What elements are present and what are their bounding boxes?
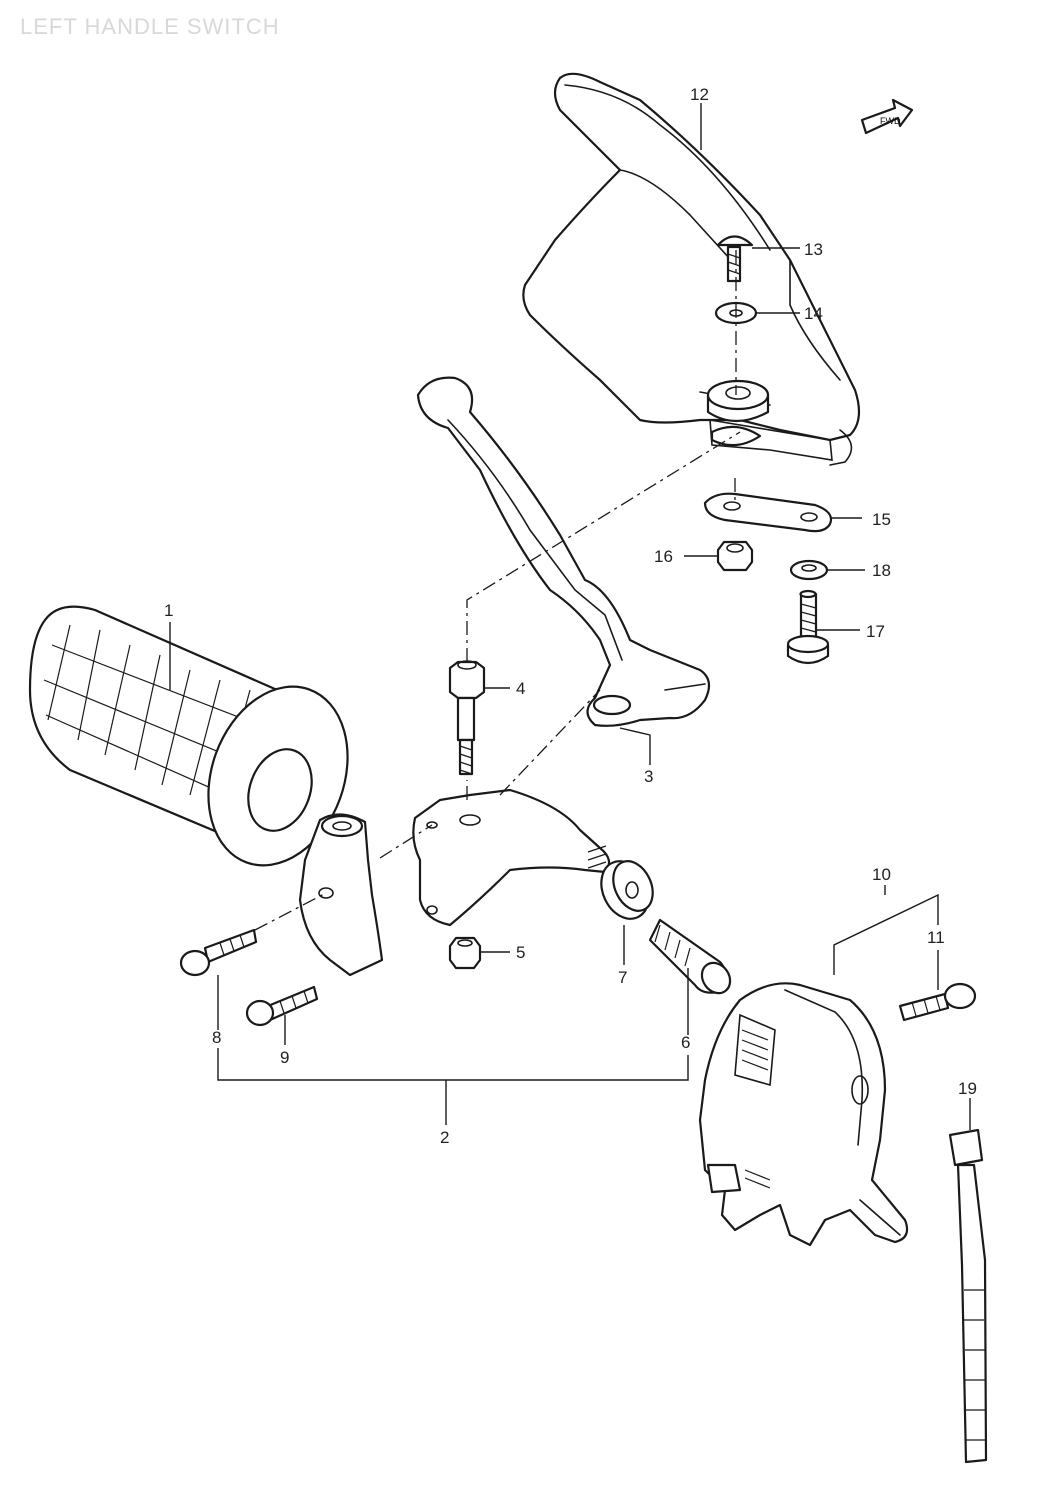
hand-guard xyxy=(522,72,861,466)
lever-bracket-clamp xyxy=(298,813,384,977)
assembly-line-clamp xyxy=(379,824,433,859)
hex-nut-16 xyxy=(716,540,754,572)
callout-16: 16 xyxy=(654,547,673,566)
assembly-line-lever xyxy=(499,689,601,796)
hex-nut-5 xyxy=(448,936,482,970)
cable-adjuster xyxy=(648,918,732,995)
page-title: LEFT HANDLE SWITCH xyxy=(20,14,280,39)
front-badge: FWD xyxy=(880,116,901,126)
handlebar-grip xyxy=(28,605,349,867)
clutch-lever xyxy=(416,376,711,727)
callout-12: 12 xyxy=(690,85,709,104)
callout-7: 7 xyxy=(618,968,627,987)
guard-plate xyxy=(703,492,833,533)
callout-19: 19 xyxy=(958,1079,977,1098)
cable-tie xyxy=(948,1128,988,1464)
callout-8: 8 xyxy=(212,1028,221,1047)
lever-bracket-body xyxy=(412,788,611,927)
callout-14: 14 xyxy=(804,304,823,323)
front-arrow-icon: FWD xyxy=(860,98,914,135)
flange-bolt-17 xyxy=(786,589,830,665)
lock-washer xyxy=(789,559,829,581)
callout-1: 1 xyxy=(164,601,173,620)
callout-17: 17 xyxy=(866,622,885,641)
callout-5: 5 xyxy=(516,943,525,962)
switch-screw xyxy=(898,982,977,1022)
clamp-screw-8 xyxy=(179,928,258,977)
assembly-line-pivot xyxy=(466,431,741,662)
clamp-screw-9 xyxy=(245,985,319,1027)
callout-13: 13 xyxy=(804,240,823,259)
cable-adjuster-nut xyxy=(600,860,654,920)
callout-3: 3 xyxy=(644,767,653,786)
handle-switch-assembly xyxy=(698,982,909,1247)
callout-6: 6 xyxy=(681,1033,690,1052)
callout-4: 4 xyxy=(516,679,525,698)
callout-leaders xyxy=(169,103,971,1130)
pivot-bolt xyxy=(448,660,486,776)
callout-11: 11 xyxy=(927,928,945,947)
guard-collar xyxy=(706,379,770,447)
callout-18: 18 xyxy=(872,561,891,580)
callout-10: 10 xyxy=(872,865,891,884)
guard-screw xyxy=(716,235,754,283)
callout-2: 2 xyxy=(440,1128,449,1147)
callout-9: 9 xyxy=(280,1048,289,1067)
callout-15: 15 xyxy=(872,510,891,529)
